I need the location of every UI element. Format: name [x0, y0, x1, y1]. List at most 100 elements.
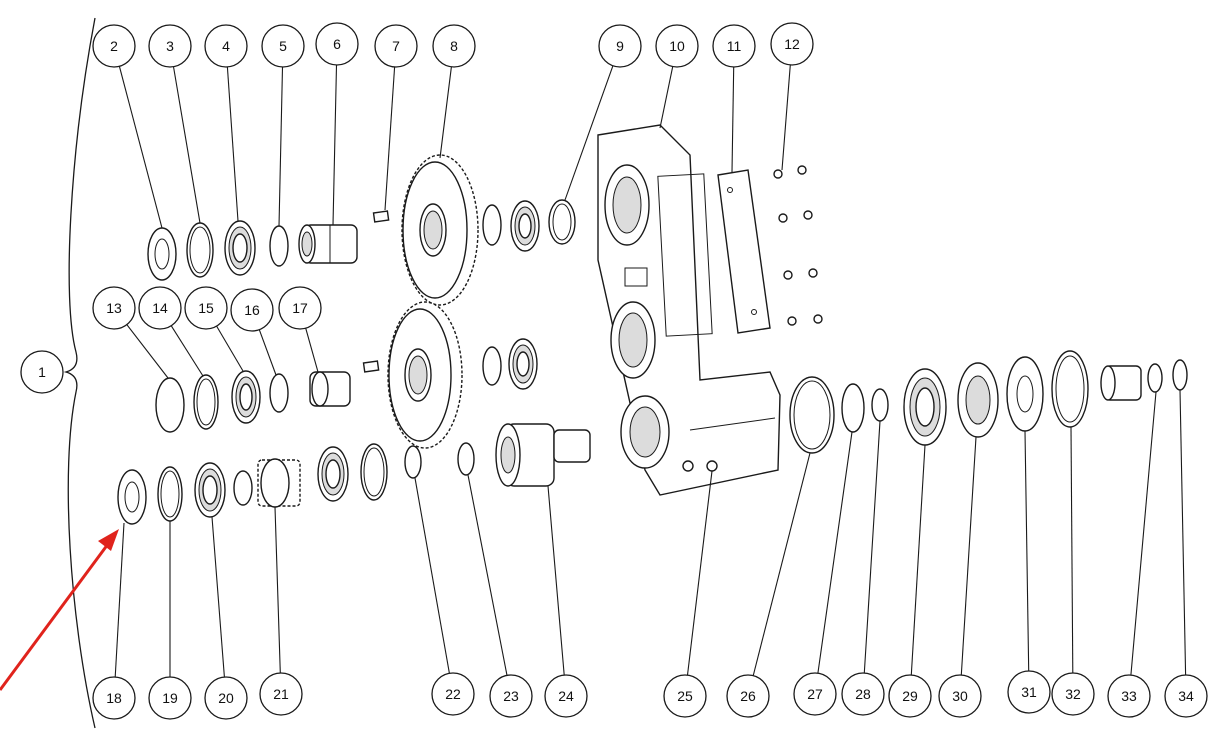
part-3-snap-ring [186, 222, 214, 278]
part-gear-lower [387, 301, 463, 449]
part-30-seal [957, 362, 999, 438]
callout-label-23: 23 [503, 688, 519, 704]
leader-line-22 [414, 477, 450, 674]
leader-line-13 [126, 324, 169, 379]
part-20-bearing [194, 462, 226, 518]
part-12-bolts [773, 165, 823, 326]
part-ring-upper-right [482, 204, 502, 246]
callout-29: 29 [888, 674, 932, 718]
callout-circle-6 [315, 22, 359, 66]
leader-line-32 [1070, 426, 1074, 674]
callout-circle-18 [92, 676, 136, 720]
leader-line-4 [226, 66, 239, 222]
callout-16: 16 [230, 288, 274, 332]
callout-9: 9 [598, 24, 642, 68]
callout-circle-28 [841, 672, 885, 716]
callout-label-28: 28 [855, 686, 871, 702]
callout-circle-20 [204, 676, 248, 720]
leader-line-31 [1024, 430, 1030, 672]
parts-layer [117, 124, 1188, 525]
part-27-ring [841, 383, 865, 433]
part-28-circlip [871, 388, 889, 422]
part-10-housing [597, 124, 781, 496]
leader-line-17 [305, 328, 319, 373]
callout-label-25: 25 [677, 688, 693, 704]
callout-label-2: 2 [110, 38, 118, 54]
leader-line-21 [274, 506, 281, 674]
callout-label-13: 13 [106, 300, 122, 316]
part-16-ring [269, 373, 289, 413]
callout-circle-11 [712, 24, 756, 68]
part-32-sleeve [1100, 365, 1142, 401]
part-5-ring [269, 225, 289, 267]
callout-label-26: 26 [740, 688, 756, 704]
callout-circle-2 [92, 24, 136, 68]
callout-22: 22 [431, 672, 475, 716]
callout-label-16: 16 [244, 302, 260, 318]
callout-circle-24 [544, 674, 588, 718]
part-19-snap-ring [157, 466, 183, 522]
callout-31: 31 [1007, 670, 1051, 714]
callout-circle-30 [938, 674, 982, 718]
leader-line-12 [781, 64, 791, 171]
part-7-key [372, 210, 390, 223]
callout-circle-8 [432, 24, 476, 68]
callout-label-24: 24 [558, 688, 574, 704]
callout-circle-19 [148, 676, 192, 720]
callout-1: 1 [20, 350, 64, 394]
callout-32: 32 [1051, 672, 1095, 716]
part-29-bearing [903, 368, 947, 446]
callout-20: 20 [204, 676, 248, 720]
callout-label-27: 27 [807, 686, 823, 702]
part-26-snap-ring [789, 376, 835, 454]
callout-circle-21 [259, 672, 303, 716]
callout-circle-23 [489, 674, 533, 718]
callout-circle-1 [20, 350, 64, 394]
callout-34: 34 [1164, 674, 1208, 718]
callout-circle-4 [204, 24, 248, 68]
leader-line-30 [960, 436, 977, 676]
part-17-shaft [309, 371, 351, 407]
callout-label-32: 32 [1065, 686, 1081, 702]
part-6-shaft [298, 224, 358, 264]
leader-line-3 [172, 66, 201, 224]
part-24-hub [495, 423, 591, 487]
callout-circle-27 [793, 672, 837, 716]
part-8-gear-upper [401, 154, 479, 306]
callout-label-21: 21 [273, 686, 289, 702]
callout-label-15: 15 [198, 300, 214, 316]
part-23-ring [457, 442, 475, 476]
callout-28: 28 [841, 672, 885, 716]
leader-line-29 [910, 444, 926, 676]
leader-line-6 [332, 64, 338, 226]
callout-2: 2 [92, 24, 136, 68]
callout-circle-31 [1007, 670, 1051, 714]
leader-lines [114, 64, 1187, 678]
callout-circle-17 [278, 286, 322, 330]
leader-line-20 [211, 516, 225, 678]
leader-line-10 [659, 66, 674, 129]
callout-6: 6 [315, 22, 359, 66]
callout-3: 3 [148, 24, 192, 68]
leader-line-28 [863, 420, 881, 674]
part-2-washer [147, 227, 177, 281]
callout-label-4: 4 [222, 38, 230, 54]
callout-label-1: 1 [38, 364, 46, 380]
callout-label-34: 34 [1178, 688, 1194, 704]
callout-label-5: 5 [279, 38, 287, 54]
leader-line-33 [1130, 391, 1157, 676]
callout-23: 23 [489, 674, 533, 718]
callout-circle-15 [184, 286, 228, 330]
leader-line-8 [439, 66, 452, 159]
leader-line-24 [547, 485, 565, 676]
callout-label-9: 9 [616, 38, 624, 54]
callout-circle-34 [1164, 674, 1208, 718]
callout-21: 21 [259, 672, 303, 716]
callout-25: 25 [663, 674, 707, 718]
callout-circle-29 [888, 674, 932, 718]
callout-26: 26 [726, 674, 770, 718]
part-33-circlip [1147, 363, 1163, 393]
part-bearing-lower [317, 446, 349, 502]
callout-label-22: 22 [445, 686, 461, 702]
